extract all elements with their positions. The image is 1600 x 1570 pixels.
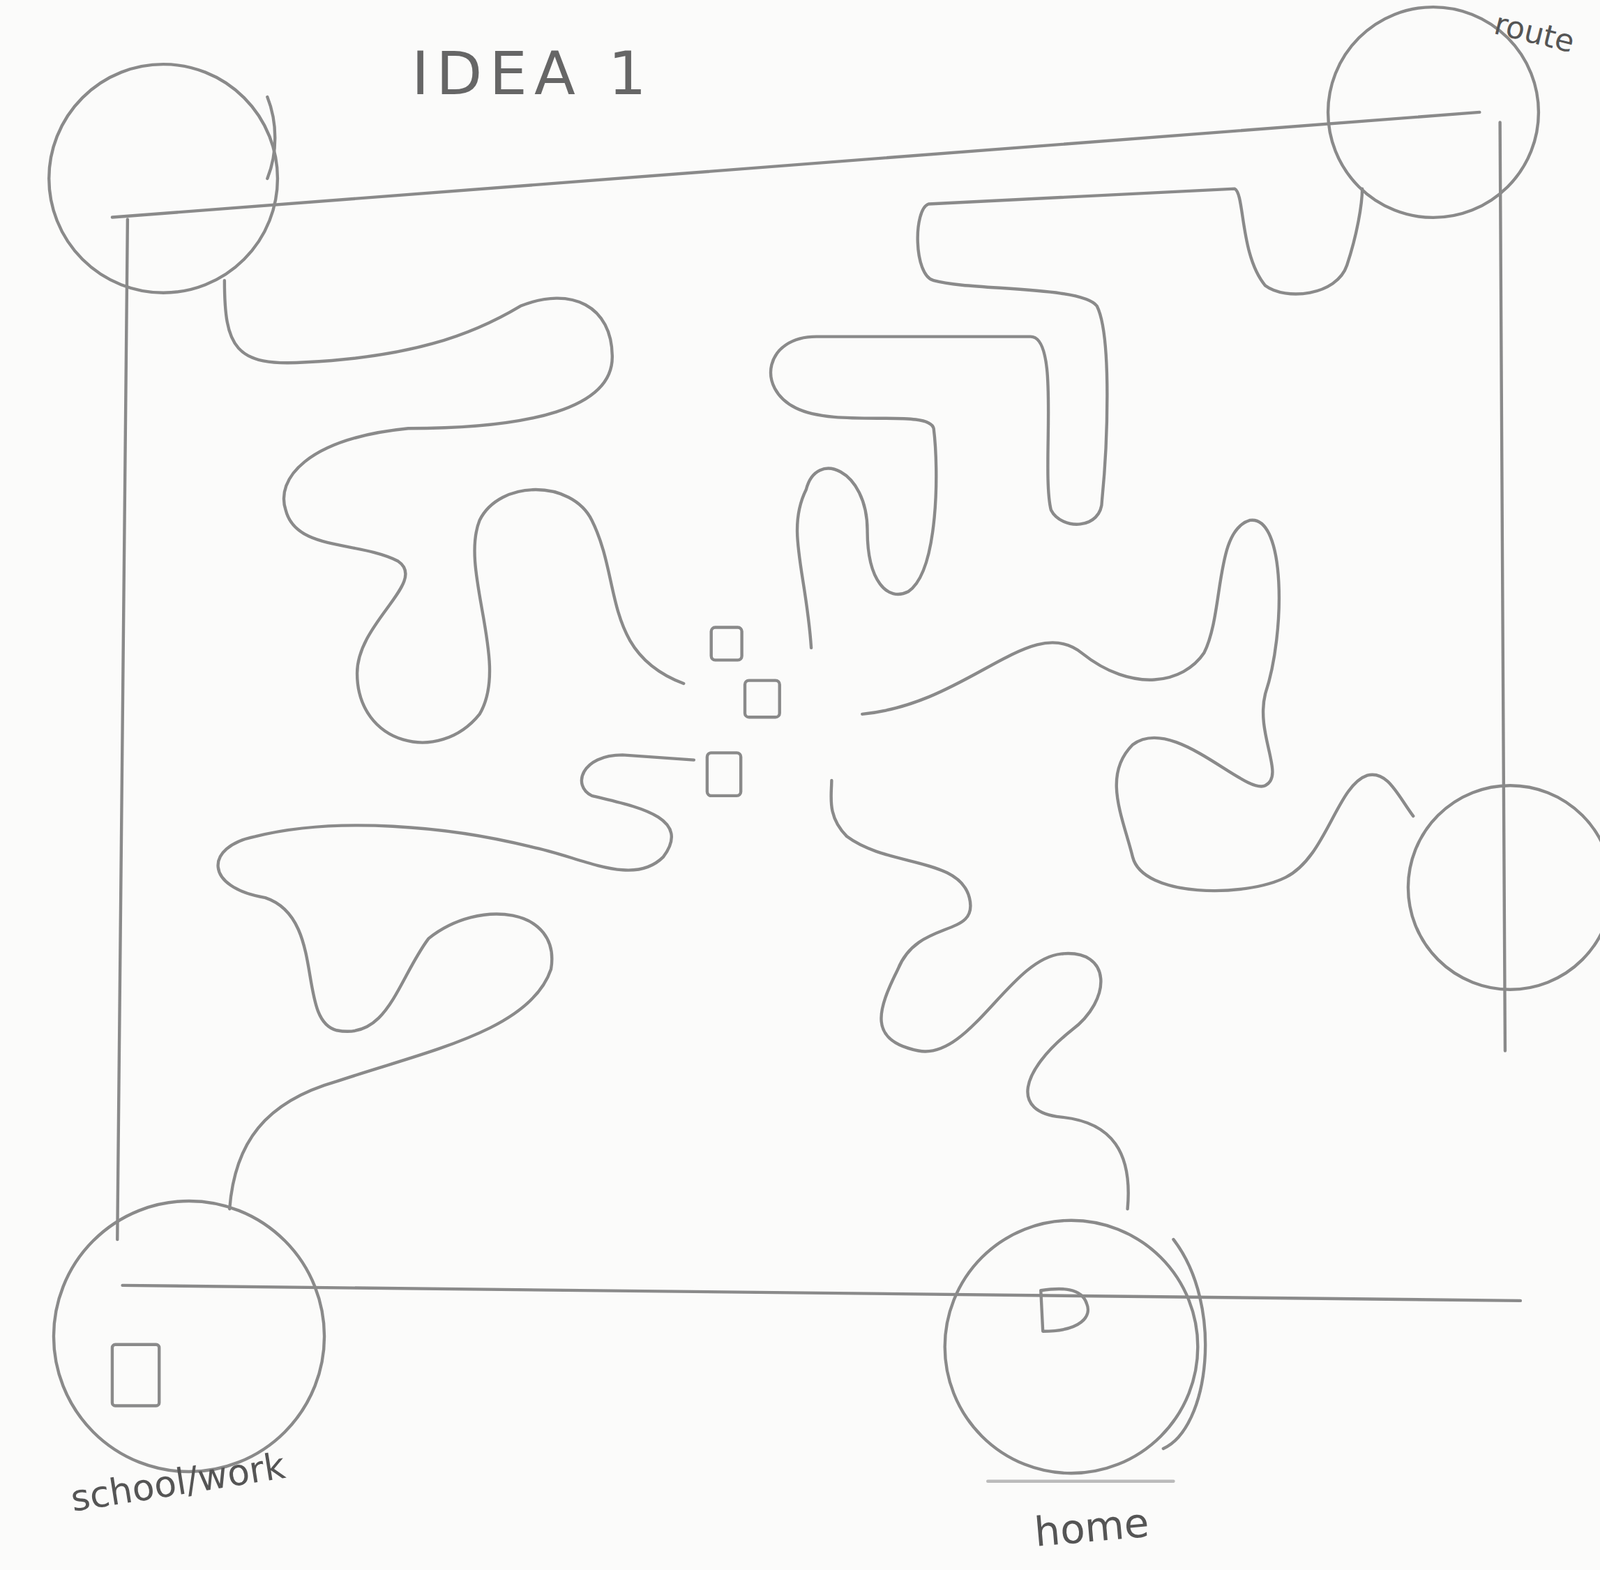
small-square	[112, 1344, 160, 1407]
frame-line	[1500, 122, 1506, 1052]
wavy-path	[218, 754, 694, 1209]
place-circle: home	[942, 1217, 1201, 1476]
wavy-path	[770, 189, 1363, 648]
wavy-path	[862, 520, 1414, 891]
place-circle: route	[1325, 4, 1541, 220]
circle-outline	[53, 1201, 325, 1472]
sketch-title: IDEA 1	[411, 38, 654, 109]
place-label: route	[1490, 5, 1578, 60]
corner-circle	[48, 64, 278, 293]
small-square	[744, 680, 780, 718]
circle-outline	[50, 1198, 328, 1475]
small-square	[711, 627, 743, 661]
underline	[987, 1480, 1174, 1483]
wavy-path	[831, 780, 1129, 1209]
circle-outline	[945, 1220, 1199, 1474]
place-label: school/work	[67, 1444, 289, 1520]
small-door	[1040, 1288, 1089, 1332]
corner-mark	[267, 96, 275, 179]
side-circle	[1408, 785, 1600, 990]
circle-outline	[942, 1217, 1201, 1476]
frame-line	[122, 1285, 1521, 1301]
wavy-path	[224, 280, 684, 743]
frame-line	[117, 219, 128, 1240]
place-circle: school/work	[50, 1198, 328, 1475]
place-label: home	[1032, 1498, 1151, 1557]
frame-line	[112, 112, 1480, 218]
small-square	[707, 752, 741, 796]
